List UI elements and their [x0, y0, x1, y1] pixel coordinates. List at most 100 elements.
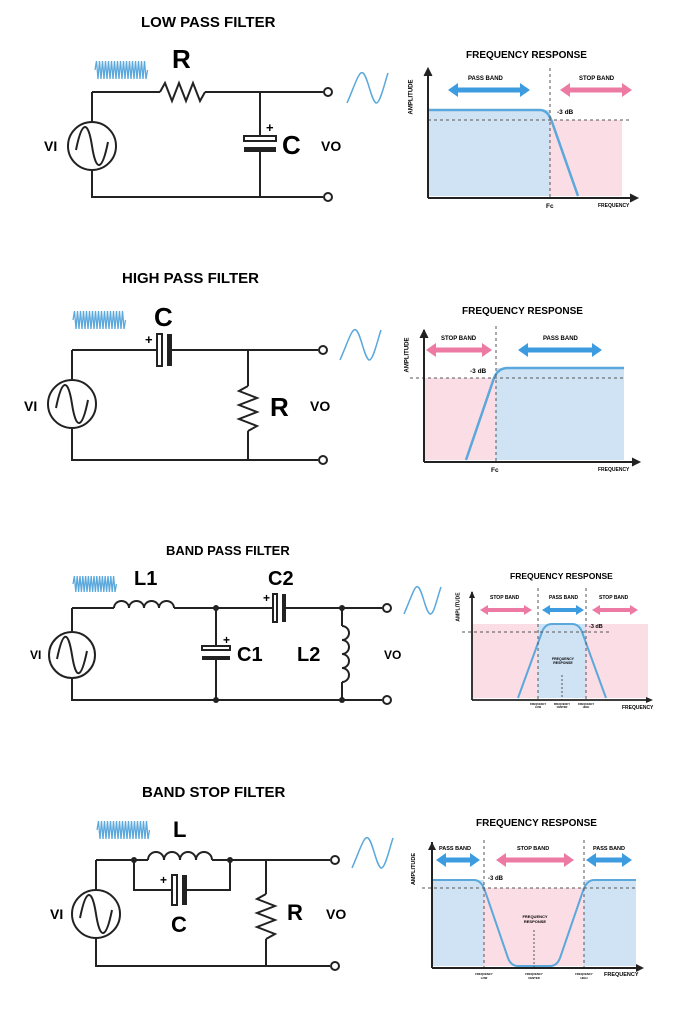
stop-band-region: [484, 888, 584, 966]
band-mid-label: PASS BAND: [549, 595, 579, 601]
response-title: FREQUENCY RESPONSE: [476, 818, 597, 829]
panel-title-low-pass: LOW PASS FILTER: [141, 14, 276, 31]
inductor-l2-symbol: [341, 625, 350, 683]
output-wave-icon: [351, 836, 394, 869]
y-axis-label: AMPLITUDE: [411, 852, 418, 886]
response-title: FREQUENCY RESPONSE: [510, 571, 613, 581]
hf-signal-icon: [72, 575, 118, 593]
capacitor-polarity: +: [160, 873, 168, 887]
panel-title-band-pass: BAND PASS FILTER: [166, 543, 290, 558]
input-label: VI: [50, 906, 64, 922]
y-axis-label: AMPLITUDE: [404, 337, 411, 373]
output-wave-icon: [339, 328, 382, 361]
capacitor-c2-polarity: +: [263, 591, 271, 605]
tick-low-label: FREQUENCY LOW: [475, 972, 493, 980]
center-label: FREQUENCY RESPONSE: [522, 914, 548, 924]
resistor-r-symbol: [159, 80, 206, 104]
band-left-label: PASS BAND: [468, 76, 503, 82]
resistor-label: R: [172, 44, 191, 74]
band-left-label: STOP BAND: [441, 336, 477, 342]
capacitor-polarity: +: [145, 332, 153, 347]
x-axis-label: FREQUENCY: [604, 972, 639, 978]
ac-source-icon: [71, 889, 121, 939]
stop-band-region: [550, 120, 622, 196]
resistor-r-symbol: [236, 385, 260, 432]
response-title: FREQUENCY RESPONSE: [466, 50, 587, 61]
band-right-label: PASS BAND: [543, 336, 578, 342]
tick-low-label: FREQUENCY LOW: [530, 703, 547, 709]
stop-band-region: [424, 378, 496, 460]
capacitor-c2-plate-left: [272, 593, 278, 623]
input-label: VI: [24, 398, 38, 414]
db-label: -3 dB: [557, 109, 574, 116]
response-title: FREQUENCY RESPONSE: [462, 306, 583, 317]
tick-center-label: FREQUENCY CENTER: [525, 972, 543, 980]
tick-high-label: FREQUENCY HIGH: [578, 703, 595, 709]
capacitor-c2-label: C2: [268, 568, 294, 590]
capacitor-label: C: [282, 130, 301, 160]
ac-source-icon: [48, 631, 96, 679]
output-terminal-top: [323, 87, 333, 97]
response-curve: [464, 366, 624, 461]
panel-title-band-stop: BAND STOP FILTER: [142, 784, 286, 801]
y-axis-label: AMPLITUDE: [408, 79, 415, 115]
capacitor-c-plate-left: [156, 333, 163, 367]
output-wave-icon: [346, 71, 389, 104]
inductor-l-symbol: [147, 851, 213, 861]
inductor-l1-label: L1: [134, 568, 158, 590]
capacitor-c-plate-top: [243, 135, 277, 142]
output-label: VO: [326, 906, 347, 922]
center-label: FREQUENCY RESPONSE: [552, 657, 574, 665]
band-left-label: PASS BAND: [439, 846, 471, 852]
tick-high-label: FREQUENCY HIGH: [575, 972, 593, 980]
band-left-label: STOP BAND: [490, 595, 520, 601]
ac-source-icon: [67, 121, 117, 171]
cutoff-label: Fc: [491, 467, 499, 474]
db-label: -3 dB: [589, 624, 603, 630]
panel-title-high-pass: HIGH PASS FILTER: [122, 270, 259, 287]
db-label: -3 dB: [488, 876, 503, 882]
output-terminal-bottom: [323, 192, 333, 202]
output-label: VO: [384, 648, 402, 662]
tick-center-label: FREQUENCY CENTER: [553, 703, 571, 709]
output-label: VO: [310, 398, 331, 414]
input-label: VI: [30, 648, 42, 662]
response-curve: [428, 108, 580, 197]
pass-band-region: [496, 368, 624, 460]
capacitor-polarity: +: [266, 120, 274, 135]
inductor-l2-label: L2: [297, 644, 321, 666]
hf-signal-icon: [94, 60, 149, 80]
band-mid-label: STOP BAND: [517, 846, 550, 852]
pass-band-region-right: [584, 880, 636, 966]
band-right-label: STOP BAND: [599, 595, 629, 601]
x-axis-label: FREQUENCY: [598, 203, 630, 209]
y-axis-label: AMPLITUDE: [455, 592, 462, 622]
capacitor-c2-plate-right: [282, 594, 286, 622]
pass-band-region: [428, 110, 550, 196]
output-wave-icon: [403, 585, 442, 615]
hf-signal-icon: [96, 820, 151, 840]
capacitor-label: C: [171, 912, 187, 937]
band-right-label: PASS BAND: [593, 846, 625, 852]
db-label: -3 dB: [470, 368, 487, 375]
ac-source-icon: [47, 379, 97, 429]
cutoff-label: Fc: [546, 203, 554, 210]
capacitor-label: C: [154, 302, 173, 332]
resistor-r-symbol: [254, 893, 278, 940]
capacitor-c-plate-bottom: [244, 147, 276, 152]
pass-band-region-left: [432, 880, 484, 966]
x-axis-label: FREQUENCY: [598, 467, 630, 473]
capacitor-c-plate-left: [171, 874, 178, 906]
capacitor-c-plate-right: [167, 334, 172, 366]
inductor-l1-symbol: [113, 600, 175, 609]
output-label: VO: [321, 138, 342, 154]
band-right-label: STOP BAND: [579, 76, 615, 82]
resistor-label: R: [287, 900, 303, 925]
capacitor-c1-polarity: +: [223, 633, 231, 647]
stop-band-region-left: [472, 624, 538, 698]
resistor-label: R: [270, 392, 289, 422]
input-label: VI: [44, 138, 58, 154]
stop-band-region-right: [586, 624, 648, 698]
x-axis-label: FREQUENCY: [622, 705, 654, 711]
inductor-label: L: [173, 817, 187, 842]
